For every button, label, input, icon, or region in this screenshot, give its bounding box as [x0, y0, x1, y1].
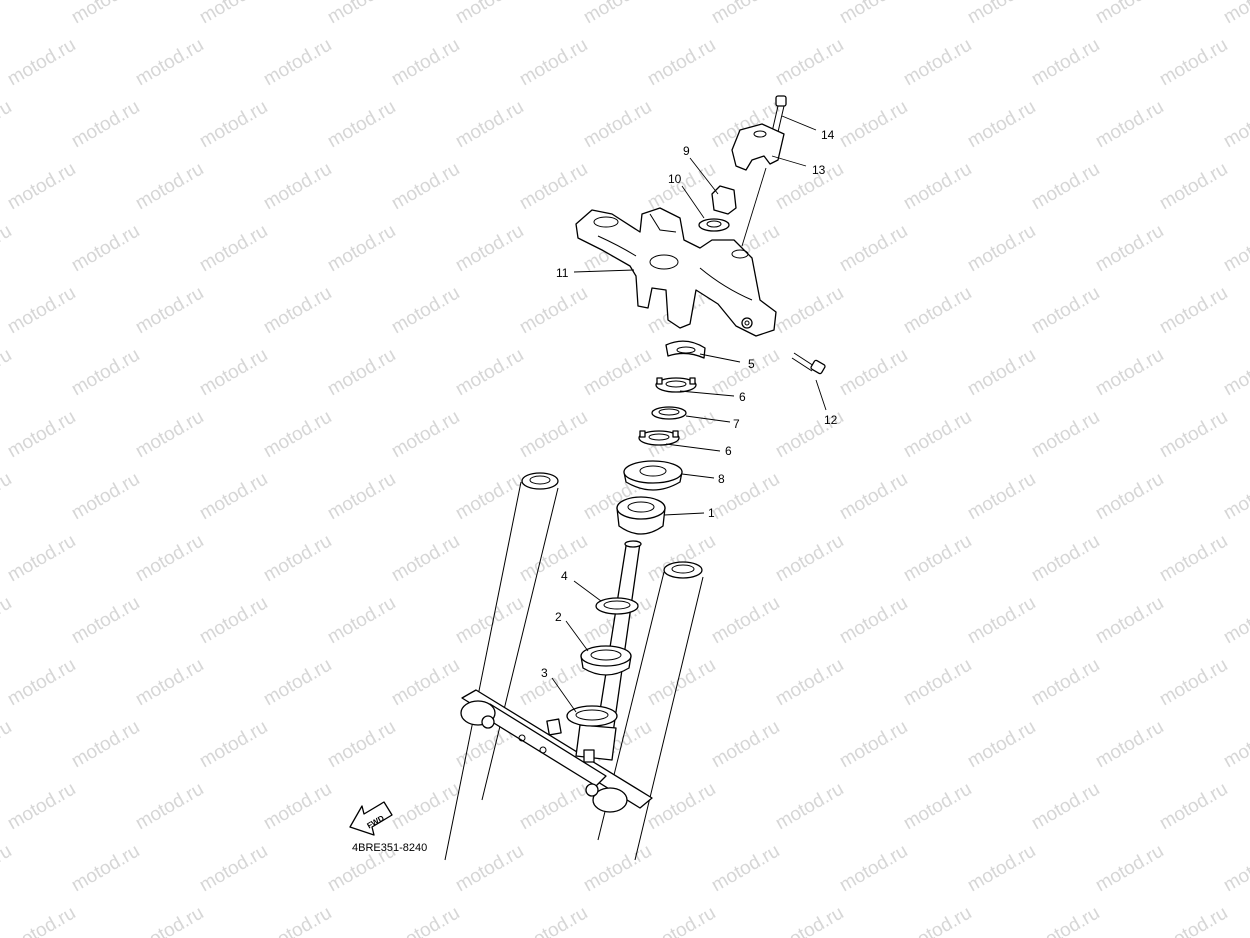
fwd-arrow-icon: FWD — [349, 801, 393, 836]
part-9-nut — [711, 185, 737, 215]
callout-1: 1 — [708, 506, 715, 520]
part-8-bearing-race — [623, 460, 683, 491]
callout-7: 7 — [733, 417, 740, 431]
part-11-upper-bracket — [575, 207, 777, 337]
fork-tube-left — [444, 472, 559, 861]
callout-13: 13 — [812, 163, 826, 177]
part-6-ring-nut-lower — [638, 430, 680, 446]
part-1-bearing-cover — [616, 496, 666, 535]
part-14-bolt — [771, 95, 787, 133]
callout-2: 2 — [555, 610, 562, 624]
callout-11: 11 — [556, 266, 569, 280]
callout-3: 3 — [541, 666, 548, 680]
callout-10: 10 — [668, 172, 682, 186]
callout-14: 14 — [821, 128, 835, 142]
callout-9: 9 — [683, 144, 690, 158]
callout-labels: 14 13 9 10 11 5 12 6 7 6 8 1 4 2 3 — [541, 128, 838, 680]
fork-tube-right — [597, 561, 704, 861]
callout-4: 4 — [561, 569, 568, 583]
part-7-lock-washer — [651, 406, 687, 420]
part-2-ball-race — [580, 645, 632, 676]
part-13-handlebar-holder — [731, 123, 785, 171]
part-3-lower-race — [566, 705, 618, 727]
callout-12: 12 — [824, 413, 838, 427]
callout-6-upper: 6 — [739, 390, 746, 404]
steering-stem — [460, 540, 653, 813]
part-4-dust-seal — [595, 597, 639, 615]
diagram-code: 4BRE351-8240 — [352, 842, 427, 854]
part-12-pinch-bolt — [791, 352, 826, 375]
callout-6-lower: 6 — [725, 444, 732, 458]
leader-lines — [551, 115, 827, 713]
part-6-ring-nut-upper — [655, 377, 697, 393]
callout-5: 5 — [748, 357, 755, 371]
part-5-cap — [665, 340, 706, 359]
part-10-washer — [698, 218, 730, 232]
callout-8: 8 — [718, 472, 725, 486]
